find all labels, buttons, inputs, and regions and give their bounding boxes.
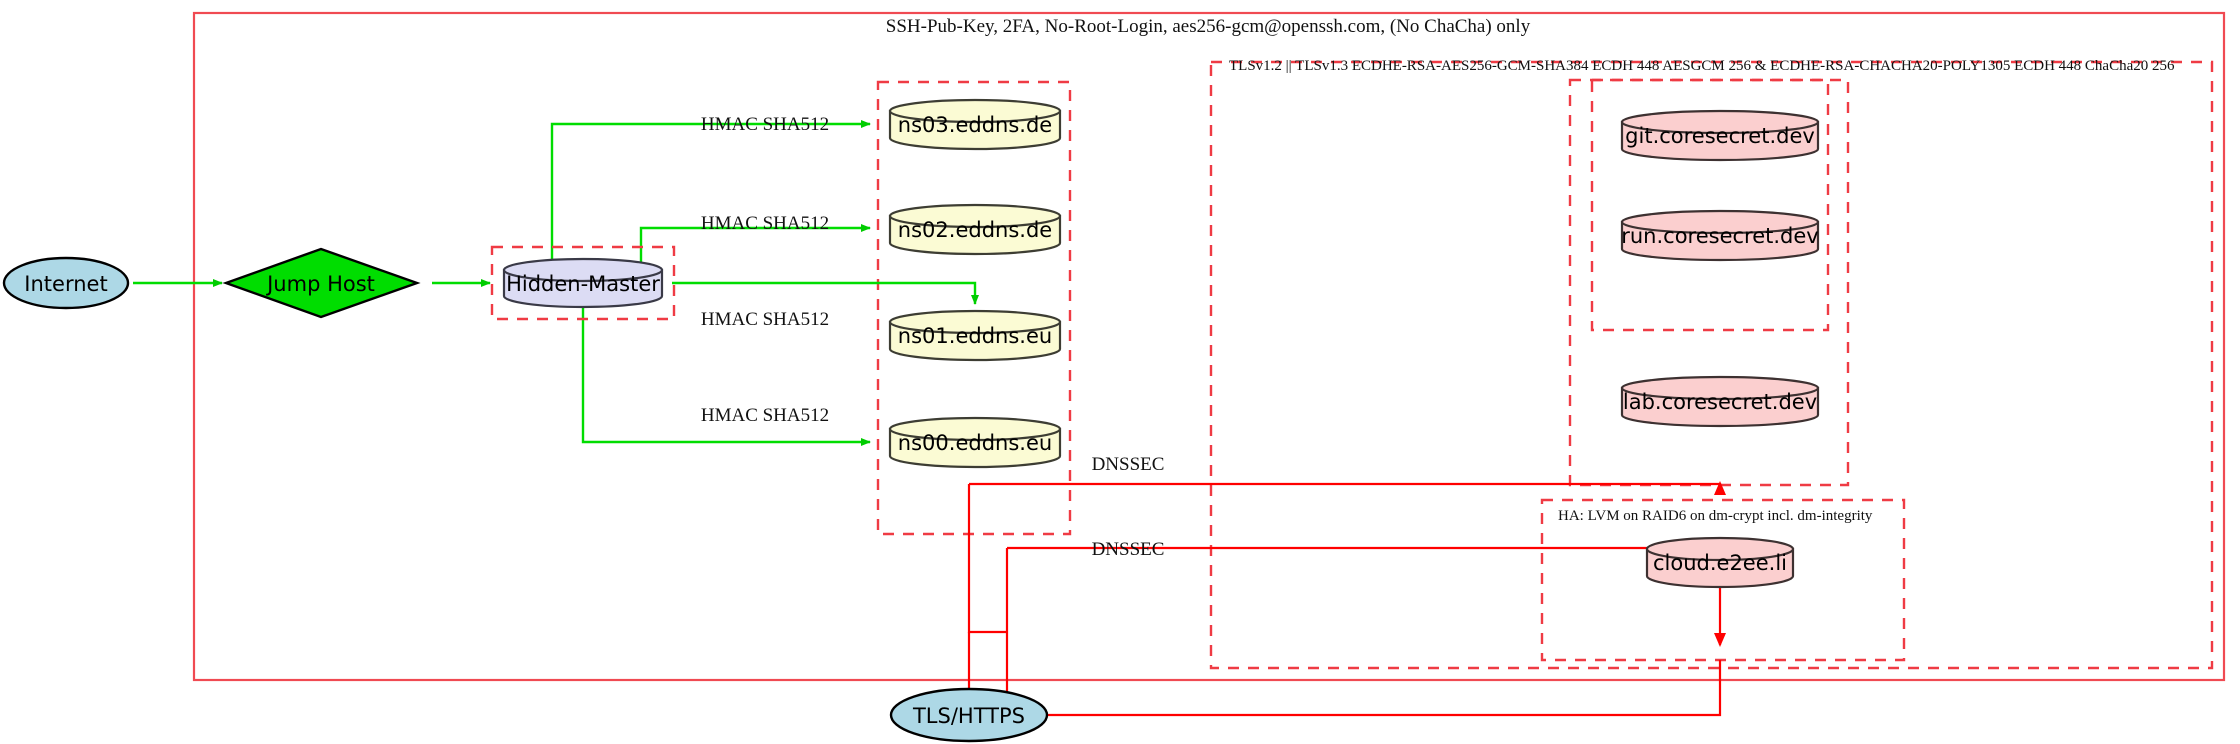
node-ns03[interactable]: ns03.eddns.de [888,98,1062,151]
edge-tlshttps-to-cloud [1046,660,1722,717]
node-tls-https[interactable]: TLS/HTTPS [889,687,1049,743]
edge-label-hmac-ns01: HMAC SHA512 [701,309,829,330]
node-jump-host-label: Jump Host [265,272,375,296]
node-ns03-label: ns03.eddns.de [898,113,1052,137]
edge-dnssec-upper [967,484,1007,634]
node-ns00-label: ns00.eddns.eu [898,431,1052,455]
node-run-coresecret[interactable]: run.coresecret.dev [1620,209,1820,262]
edge-label-dnssec-upper: DNSSEC [1092,454,1165,475]
ssh-zone-boundary [192,11,2226,682]
coresecret-services-boundary [1590,78,1830,332]
edge-hiddenmaster-ns00 [581,305,871,446]
node-hidden-master[interactable]: Hidden-Master [502,257,664,309]
node-tls-https-label: TLS/HTTPS [912,704,1025,728]
node-jump-host[interactable]: Jump Host [222,247,421,319]
node-lab-coresecret[interactable]: lab.coresecret.dev [1620,375,1820,428]
node-cloud-label: cloud.e2ee.li [1653,551,1787,575]
tls-zone-boundary [1209,60,2214,670]
node-internet[interactable]: Internet [2,256,130,310]
node-cloud-e2ee[interactable]: cloud.e2ee.li [1645,536,1795,589]
node-ns01[interactable]: ns01.eddns.eu [888,309,1062,362]
node-git-coresecret[interactable]: git.coresecret.dev [1620,109,1820,162]
node-internet-label: Internet [24,272,107,296]
edge-hiddenmaster-ns03 [550,120,871,265]
node-ns02[interactable]: ns02.eddns.de [888,203,1062,256]
ha-zone-note: HA: LVM on RAID6 on dm-crypt incl. dm-in… [1558,508,1873,524]
ha-zone-boundary [1540,498,1906,662]
edge-label-dnssec-lower: DNSSEC [1092,539,1165,560]
hidden-master-boundary [490,245,676,321]
edge-hiddenmaster-ns02 [639,224,871,265]
node-ns01-label: ns01.eddns.eu [898,324,1052,348]
node-git-label: git.coresecret.dev [1625,124,1815,148]
edge-label-hmac-ns00: HMAC SHA512 [701,405,829,426]
edge-label-hmac-ns02: HMAC SHA512 [701,213,829,234]
edge-hiddenmaster-ns01 [672,281,979,305]
node-lab-label: lab.coresecret.dev [1623,390,1817,414]
node-hidden-master-label: Hidden-Master [506,272,660,296]
tls-zone-note: TLSv1.2 || TLSv1.3 ECDHE-RSA-AES256-GCM-… [1229,58,2175,74]
edge-dnssec-upper-run [969,481,1726,495]
node-ns02-label: ns02.eddns.de [898,218,1052,242]
ssh-zone-note: SSH-Pub-Key, 2FA, No-Root-Login, aes256-… [886,16,1531,37]
dns-servers-boundary [876,80,1072,536]
edge-dnssec-lower [1007,546,1726,647]
node-ns00[interactable]: ns00.eddns.eu [888,416,1062,469]
edge-label-hmac-ns03: HMAC SHA512 [701,114,829,135]
node-run-label: run.coresecret.dev [1621,224,1819,248]
